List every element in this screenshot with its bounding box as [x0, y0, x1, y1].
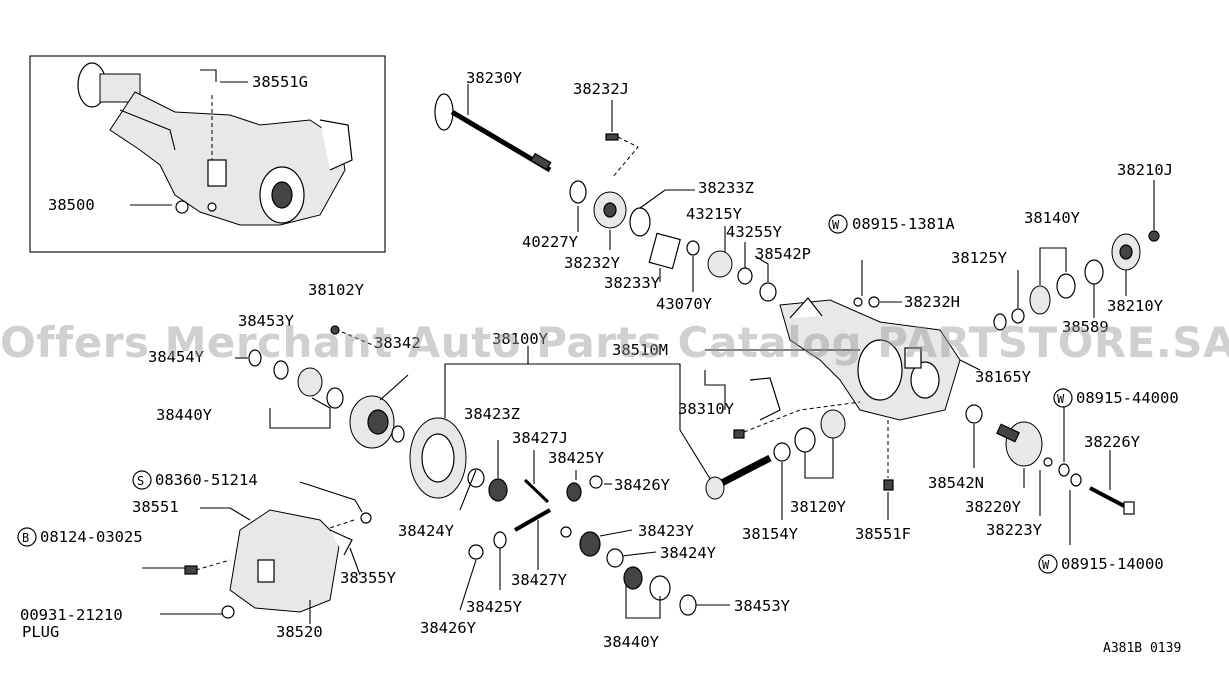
label-38425Y: 38425Y	[548, 449, 605, 467]
bolt-38232J	[605, 133, 619, 141]
label-38427Y: 38427Y	[511, 571, 568, 589]
label-38120Y: 38120Y	[790, 498, 847, 516]
svg-text:W: W	[832, 218, 840, 232]
label-38233Y: 38233Y	[604, 274, 661, 292]
label-38210J: 38210J	[1117, 161, 1173, 179]
label-38226Y: 38226Y	[1084, 433, 1141, 451]
label-38100Y: 38100Y	[492, 330, 549, 348]
label-38425Y-b: 38425Y	[466, 598, 523, 616]
label-38551F: 38551F	[855, 525, 911, 543]
companion-flange-drawing	[965, 404, 1135, 515]
label-plug: PLUG	[22, 623, 59, 641]
label-38230Y: 38230Y	[466, 69, 523, 87]
label-38542N: 38542N	[928, 474, 984, 492]
label-38102Y: 38102Y	[308, 281, 365, 299]
label-38223Y: 38223Y	[986, 521, 1043, 539]
circle-mark-b1: B	[17, 527, 37, 547]
label-38551: 38551	[132, 498, 179, 516]
carrier-housing-drawing	[779, 296, 961, 421]
label-38500: 38500	[48, 196, 95, 214]
label-38510M: 38510M	[612, 341, 668, 359]
label-08915-44000: 08915-44000	[1076, 389, 1179, 407]
ring-gear-drawing	[409, 417, 467, 499]
pinion-drawing	[705, 409, 846, 500]
label-38423Y: 38423Y	[638, 522, 695, 540]
label-38165Y: 38165Y	[975, 368, 1032, 386]
rear-cover-drawing	[184, 509, 372, 619]
footer-code: A381B 0139	[1103, 641, 1181, 656]
label-38232J: 38232J	[573, 80, 629, 98]
label-38154Y: 38154Y	[742, 525, 799, 543]
label-38453Y: 38453Y	[238, 312, 295, 330]
svg-text:S: S	[137, 474, 144, 488]
label-38427J: 38427J	[512, 429, 568, 447]
label-38125Y: 38125Y	[951, 249, 1008, 267]
label-38424Y: 38424Y	[398, 522, 455, 540]
label-38589: 38589	[1062, 318, 1109, 336]
label-38551G: 38551G	[252, 73, 308, 91]
label-38233Z: 38233Z	[698, 179, 754, 197]
label-00931-21210: 00931-21210	[20, 606, 123, 624]
differential-pinion-drawing	[467, 468, 697, 616]
svg-text:W: W	[1042, 558, 1050, 572]
label-08915-1381A: 08915-1381A	[852, 215, 955, 233]
axle-shaft-drawing	[434, 93, 552, 173]
label-08915-14000: 08915-14000	[1061, 555, 1164, 573]
inset-frame	[29, 55, 386, 253]
label-38232H: 38232H	[904, 293, 960, 311]
side-flange-drawing	[993, 230, 1160, 331]
assembled-differential-drawing	[77, 62, 353, 226]
label-38220Y: 38220Y	[965, 498, 1022, 516]
circle-mark-s1: S	[132, 470, 152, 490]
circle-mark-w3: W	[1038, 554, 1058, 574]
label-38355Y: 38355Y	[340, 569, 397, 587]
label-38520: 38520	[276, 623, 323, 641]
bearing-retainer-drawing	[569, 180, 777, 302]
label-38423Z: 38423Z	[464, 405, 520, 423]
svg-text:W: W	[1057, 392, 1065, 406]
svg-text:B: B	[22, 531, 29, 545]
label-38542P: 38542P	[755, 245, 811, 263]
circle-mark-w2: W	[1053, 388, 1073, 408]
label-40227Y: 40227Y	[522, 233, 579, 251]
label-08124-03025: 08124-03025	[40, 528, 143, 546]
label-38426Y: 38426Y	[614, 476, 671, 494]
label-43255Y: 43255Y	[726, 223, 783, 241]
left-gear-set-drawing	[248, 325, 405, 449]
circle-mark-w1: W	[828, 214, 848, 234]
label-38453Y-b: 38453Y	[734, 597, 791, 615]
label-43070Y: 43070Y	[656, 295, 713, 313]
label-43215Y: 43215Y	[686, 205, 743, 223]
label-38310Y: 38310Y	[678, 400, 735, 418]
label-38232Y: 38232Y	[564, 254, 621, 272]
label-38140Y: 38140Y	[1024, 209, 1081, 227]
label-38440Y: 38440Y	[156, 406, 213, 424]
label-38424Y-b: 38424Y	[660, 544, 717, 562]
label-38342: 38342	[374, 334, 421, 352]
label-38426Y-b: 38426Y	[420, 619, 477, 637]
label-08360-51214: 08360-51214	[155, 471, 258, 489]
label-38454Y: 38454Y	[148, 348, 205, 366]
label-38210Y: 38210Y	[1107, 297, 1164, 315]
label-38440Y-b: 38440Y	[603, 633, 660, 651]
